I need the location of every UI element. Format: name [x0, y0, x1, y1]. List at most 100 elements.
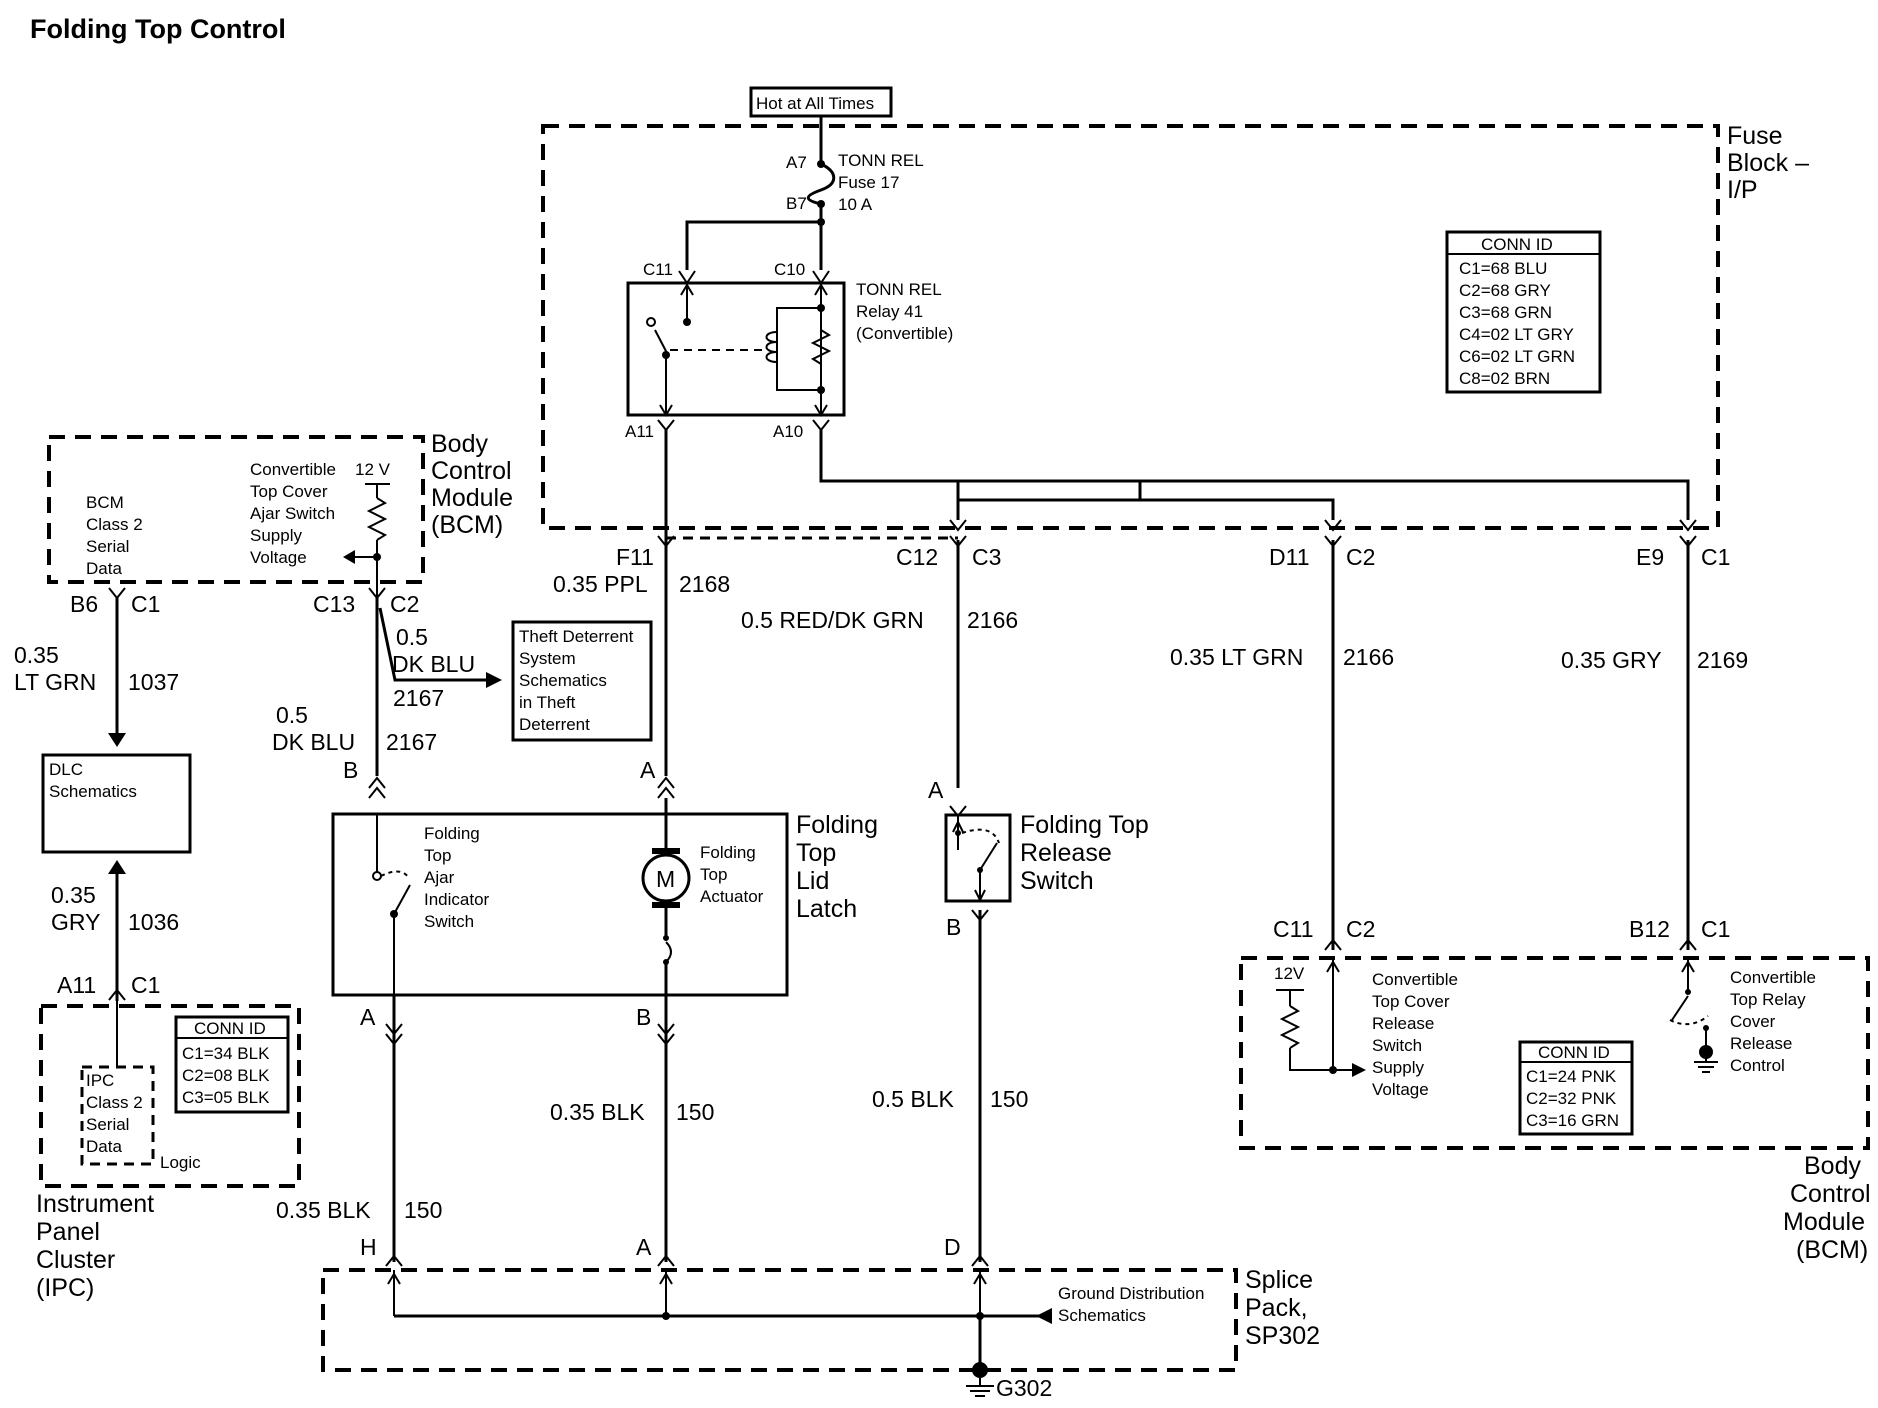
bcm-right-conn-id: CONN ID C1=24 PNK C2=32 PNK C3=16 GRN: [1518, 1040, 1634, 1136]
wire-150-a: 0.35 BLK 150: [550, 1099, 714, 1125]
connector-c11: C11: [1273, 916, 1314, 942]
fuse-pin-b7: B7: [786, 194, 807, 213]
splice-pack-sp302: Ground Distribution Schematics Splice Pa…: [321, 1266, 1320, 1372]
wire-2169: 0.35 GRY 2169: [1561, 647, 1748, 673]
dlc-label: DLC: [49, 760, 83, 779]
connector-c1: C1: [131, 591, 160, 617]
wire-150-b: 0.5 BLK 150: [872, 1086, 1028, 1112]
wire-2167-a: 0.5 DK BLU 2167: [392, 624, 475, 711]
bcm-right-supply-label: Release: [1372, 1014, 1434, 1033]
connector-b12: B12: [1629, 916, 1670, 942]
connector-b: B: [946, 914, 961, 940]
ground-g302: G302: [966, 1316, 1052, 1401]
bcm-left: Body Control Module (BCM) BCM Class 2 Se…: [47, 430, 513, 617]
wire-gauge: 0.35 BLK: [550, 1099, 645, 1125]
bcm-supply-label: Top Cover: [250, 482, 328, 501]
splice-name: SP302: [1245, 1322, 1320, 1350]
conn-id-row: C2=32 PNK: [1526, 1089, 1617, 1108]
conn-id-row: C6=02 LT GRN: [1459, 347, 1575, 366]
bcm-right-supply-label: Supply: [1372, 1058, 1424, 1077]
bcm-serial-label: Serial: [86, 537, 129, 556]
circuit-number: 150: [676, 1099, 714, 1125]
relay-pin-c11: C11: [643, 260, 673, 279]
ajar-switch-label: Ajar: [424, 868, 455, 887]
bcm-name-1: Body: [431, 430, 488, 458]
connector-a: A: [928, 777, 944, 803]
circuit-number: 1036: [128, 909, 179, 935]
wire-gauge: 0.35: [51, 882, 96, 908]
wire-2166-b: 0.35 LT GRN 2166: [1170, 644, 1394, 670]
bcm-right-name: (BCM): [1796, 1236, 1868, 1264]
bcm-name-2: Control: [431, 457, 512, 485]
wire-gauge: 0.5: [396, 624, 428, 650]
connector-c3: C3: [972, 544, 1001, 570]
ipc-serial-label: Serial: [86, 1115, 129, 1134]
latch-name: Latch: [796, 895, 857, 923]
circuit-number: 150: [990, 1086, 1028, 1112]
connector-c2: C2: [390, 591, 419, 617]
wire-gauge: 0.35 LT GRN: [1170, 644, 1303, 670]
power-source: Hot at All Times: [749, 86, 893, 164]
theft-label: in Theft: [519, 693, 576, 712]
power-label: Hot at All Times: [756, 94, 874, 113]
bcm-right-supply-label: Convertible: [1372, 970, 1458, 989]
conn-id-row: C2=08 BLK: [182, 1066, 270, 1085]
conn-id-row: C4=02 LT GRY: [1459, 325, 1574, 344]
bcm-voltage: 12 V: [355, 460, 391, 479]
wire-gauge: 0.5 RED/DK GRN: [741, 607, 924, 633]
theft-label: Deterrent: [519, 715, 590, 734]
fuse-block-name-3: I/P: [1727, 176, 1758, 204]
ground-label: G302: [996, 1375, 1052, 1401]
fuse-label-3: 10 A: [838, 195, 873, 214]
ipc-module: IPC Class 2 Serial Data Logic CONN ID C1…: [36, 1001, 301, 1302]
conn-id-row: C3=68 GRN: [1459, 303, 1552, 322]
relay-41: C11 C10 TONN REL Relay 41 (Convertible): [625, 260, 953, 441]
connector-c2: C2: [1346, 916, 1375, 942]
bcm-supply-label: Ajar Switch: [250, 504, 335, 523]
wire-gauge: 0.35 PPL: [553, 571, 648, 597]
folding-top-release-switch: Folding Top Release Switch: [944, 811, 1149, 903]
motor-label: M: [656, 866, 675, 892]
bcm-right-control-label: Control: [1730, 1056, 1785, 1075]
circuit-number: 2167: [386, 729, 437, 755]
relay-pin-a10: A10: [773, 422, 803, 441]
ipc-name: Cluster: [36, 1246, 115, 1274]
circuit-number: 2169: [1697, 647, 1748, 673]
bcm-serial-label: Class 2: [86, 515, 143, 534]
bcm-right-voltage: 12V: [1274, 964, 1305, 983]
conn-id-row: C1=68 BLU: [1459, 259, 1547, 278]
wire-gauge: 0.35: [14, 642, 59, 668]
fuse-pin-a7: A7: [786, 153, 807, 172]
relay-pin-c10: C10: [774, 260, 805, 279]
connector-b: B: [343, 757, 358, 783]
ipc-name: Panel: [36, 1218, 100, 1246]
actuator-label: Actuator: [700, 887, 764, 906]
conn-id-header: CONN ID: [1481, 235, 1553, 254]
bcm-right-supply-label: Top Cover: [1372, 992, 1450, 1011]
ajar-switch-label: Switch: [424, 912, 474, 931]
connector-d: D: [944, 1234, 961, 1260]
fuse-block-conn-id: CONN ID C1=68 BLU C2=68 GRY C3=68 GRN C4…: [1445, 230, 1602, 394]
circuit-number: 1037: [128, 669, 179, 695]
fuse-label-2: Fuse 17: [838, 173, 899, 192]
relay-pin-a11: A11: [625, 422, 654, 441]
dlc-schematics-box[interactable]: DLC Schematics: [41, 753, 192, 854]
bcm-serial-label: Data: [86, 559, 122, 578]
connector-a: A: [640, 757, 656, 783]
folding-top-lid-latch: Folding Top Lid Latch Folding Top Ajar I…: [331, 798, 878, 997]
connector-d11: D11: [1269, 544, 1310, 570]
dlc-label: Schematics: [49, 782, 137, 801]
ipc-serial-label: IPC: [86, 1071, 114, 1090]
connector-c13: C13: [313, 591, 355, 617]
circuit-number: 2166: [1343, 644, 1394, 670]
connector-f11: F11: [616, 544, 654, 570]
wire-gauge: LT GRN: [14, 669, 96, 695]
bcm-name-3: Module: [431, 484, 513, 512]
circuit-number: 2166: [967, 607, 1018, 633]
bcm-right-supply-label: Voltage: [1372, 1080, 1429, 1099]
theft-deterrent-box[interactable]: Theft Deterrent System Schematics in The…: [511, 620, 653, 742]
conn-id-header: CONN ID: [1538, 1043, 1610, 1062]
wire-gauge: 0.5: [276, 702, 308, 728]
relay-label-2: Relay 41: [856, 302, 923, 321]
latch-name: Folding: [796, 811, 878, 839]
